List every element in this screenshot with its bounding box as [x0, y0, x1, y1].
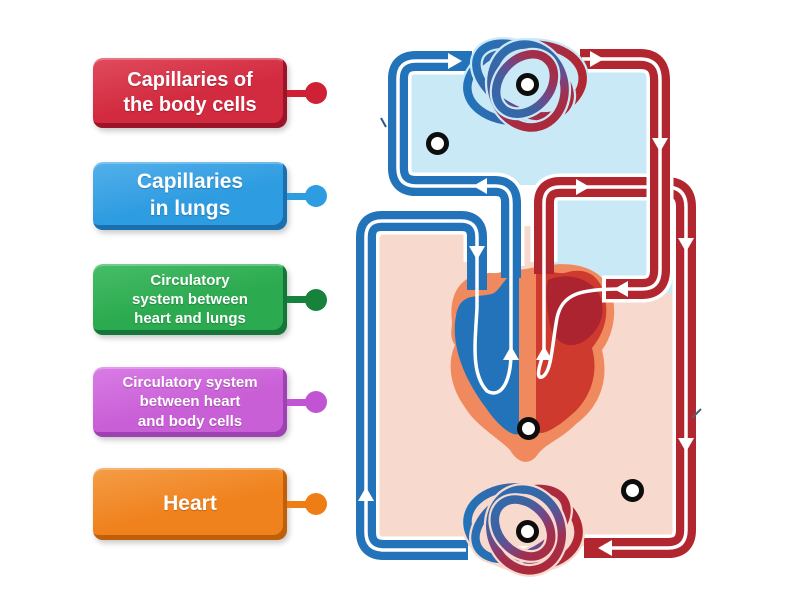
body-capillary-tangle: [460, 480, 586, 577]
label-connector-stub: [287, 296, 307, 303]
label-connector-dot: [305, 82, 327, 104]
label-connector-dot: [305, 391, 327, 413]
label-circulatory-heart-lungs[interactable]: Circulatory system between heart and lun…: [93, 264, 327, 335]
label-text: Circulatory system between heart and lun…: [132, 271, 248, 328]
flow-arrows: [358, 51, 694, 556]
pulmonary-vein-vessel: [580, 45, 674, 303]
label-connector-stub: [287, 192, 307, 200]
label-capillaries-body-cells[interactable]: Capillaries of the body cells: [93, 58, 327, 128]
label-connector-dot: [305, 288, 327, 311]
answer-marker-systemic-region[interactable]: [620, 478, 644, 502]
label-text: Capillaries of the body cells: [123, 68, 257, 116]
label-circulatory-heart-body[interactable]: Circulatory system between heart and bod…: [93, 367, 327, 437]
label-connector-dot: [305, 493, 327, 515]
heart-flow-lines: [473, 256, 621, 395]
aorta-vessel: [530, 173, 700, 562]
label-connector-stub: [287, 500, 307, 508]
heart-shape: [450, 264, 615, 462]
answer-marker-heart[interactable]: [516, 416, 540, 440]
answer-marker-pulmonary-region[interactable]: [425, 131, 449, 155]
answer-marker-lungs-capillaries[interactable]: [515, 72, 539, 96]
label-connector-dot: [305, 185, 327, 207]
label-capillaries-in-lungs[interactable]: Capillaries in lungs: [93, 162, 327, 230]
label-text: Capillaries in lungs: [136, 170, 244, 220]
pulmonary-artery-vessel: [384, 47, 525, 350]
lungs-capillary-tangle: [460, 37, 590, 134]
label-connector-stub: [287, 398, 307, 406]
artifact-ticks: [380, 117, 702, 419]
answer-marker-body-capillaries[interactable]: [515, 519, 539, 543]
vena-cava-vessel: [352, 207, 491, 564]
label-text: Circulatory system between heart and bod…: [122, 374, 258, 430]
label-text: Heart: [163, 491, 217, 515]
label-heart[interactable]: Heart: [93, 468, 327, 540]
label-connector-stub: [287, 89, 307, 97]
